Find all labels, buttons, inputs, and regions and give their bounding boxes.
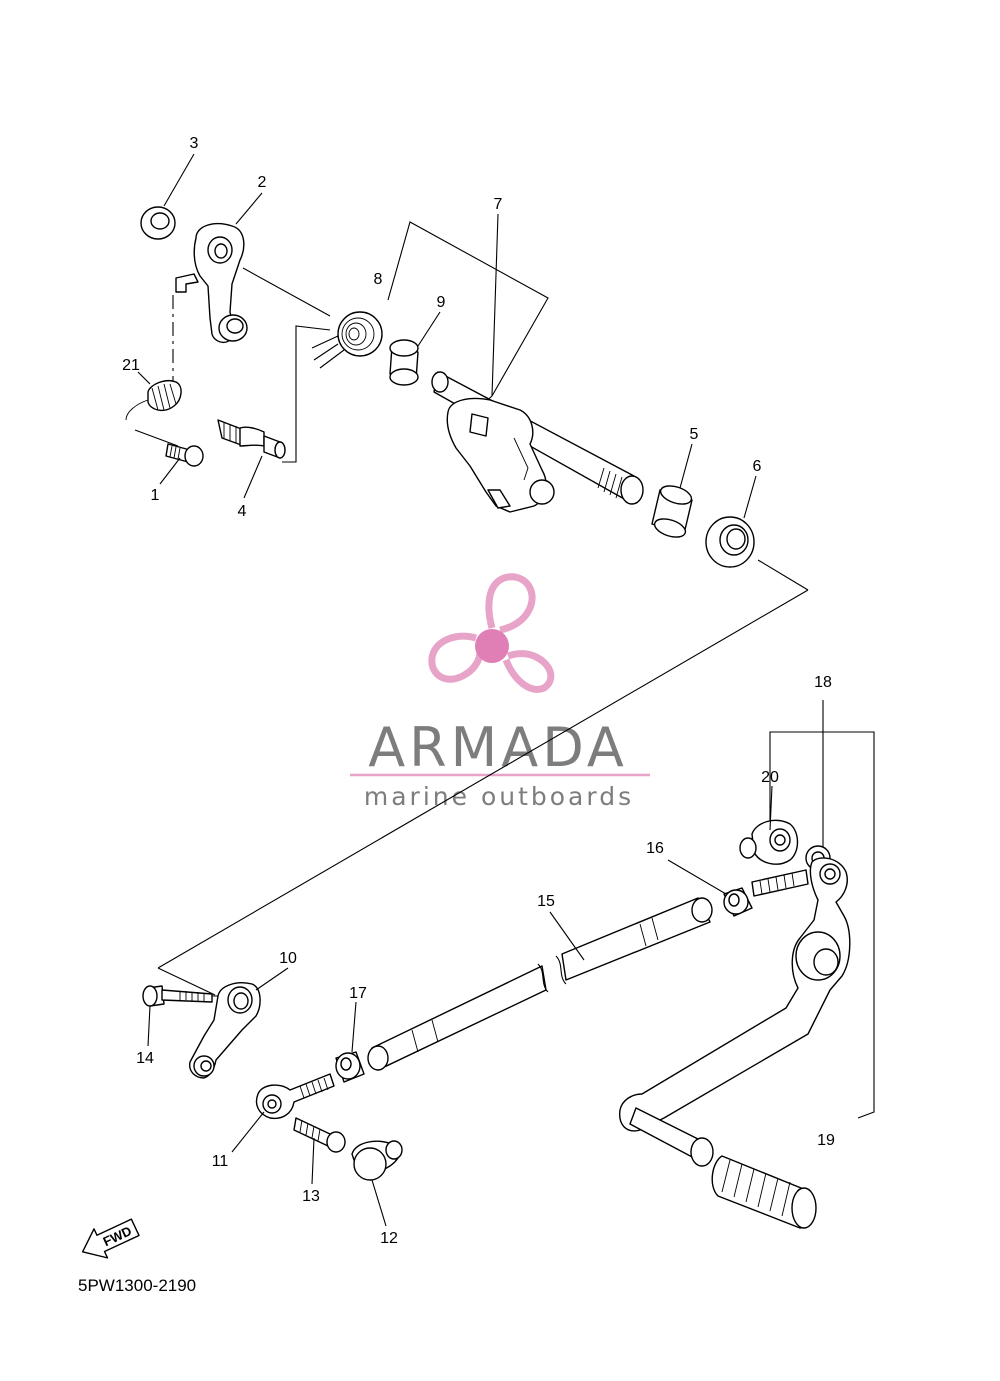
callout-4: 4 (238, 503, 247, 520)
watermark: ARMADA marine outboards (350, 573, 650, 811)
callout-13: 13 (302, 1188, 320, 1205)
rod-end-icon (739, 819, 799, 865)
bolt-icon (293, 1117, 346, 1153)
drawing-code: 5PW1300-2190 (78, 1276, 196, 1295)
shift-arm-icon (189, 982, 261, 1079)
shift-shaft-icon (431, 371, 644, 513)
brand-tagline: marine outboards (364, 782, 634, 811)
callout-2: 2 (258, 174, 267, 191)
bolt-icon (142, 985, 213, 1007)
callout-8: 8 (374, 271, 383, 288)
shift-rod-icon (367, 897, 713, 1071)
callout-5: 5 (690, 426, 699, 443)
nut-icon (335, 1051, 365, 1083)
torsion-spring-icon (125, 380, 182, 421)
callout-15: 15 (537, 893, 555, 910)
nut-icon (723, 887, 753, 917)
callout-3: 3 (190, 135, 199, 152)
oil-seal-icon (705, 516, 755, 568)
callout-19: 19 (817, 1132, 835, 1149)
bushing-icon (651, 485, 693, 538)
shift-pedal-icon (619, 857, 851, 1229)
callout-leaders (137, 153, 773, 1227)
fwd-arrow-icon: FWD (81, 1218, 140, 1259)
callout-9: 9 (437, 294, 446, 311)
torsion-spring-icon (311, 311, 383, 369)
cap-icon (351, 1140, 403, 1181)
collar-icon (389, 339, 419, 386)
rod-end-icon (255, 1073, 335, 1120)
shift-arm-icon (175, 222, 248, 344)
callout-21: 21 (122, 357, 140, 374)
washer-icon (140, 206, 176, 240)
assembly-lines (134, 221, 875, 1119)
stud-bolt-icon (217, 419, 286, 459)
propeller-logo-icon (428, 573, 555, 693)
callout-1: 1 (151, 487, 160, 504)
brand-name: ARMADA (368, 716, 628, 779)
callout-14: 14 (136, 1050, 154, 1067)
callout-20: 20 (761, 769, 779, 786)
callout-12: 12 (380, 1230, 398, 1247)
pin-icon (165, 443, 204, 467)
callout-6: 6 (753, 458, 762, 475)
callout-16: 16 (646, 840, 664, 857)
callout-10: 10 (279, 950, 297, 967)
callout-7: 7 (494, 196, 503, 213)
callout-17: 17 (349, 985, 367, 1002)
callout-11: 11 (212, 1153, 229, 1170)
callout-18: 18 (814, 674, 832, 691)
callout-labels: 1 2 3 4 5 6 7 8 9 10 11 12 13 14 15 16 1… (122, 135, 835, 1247)
